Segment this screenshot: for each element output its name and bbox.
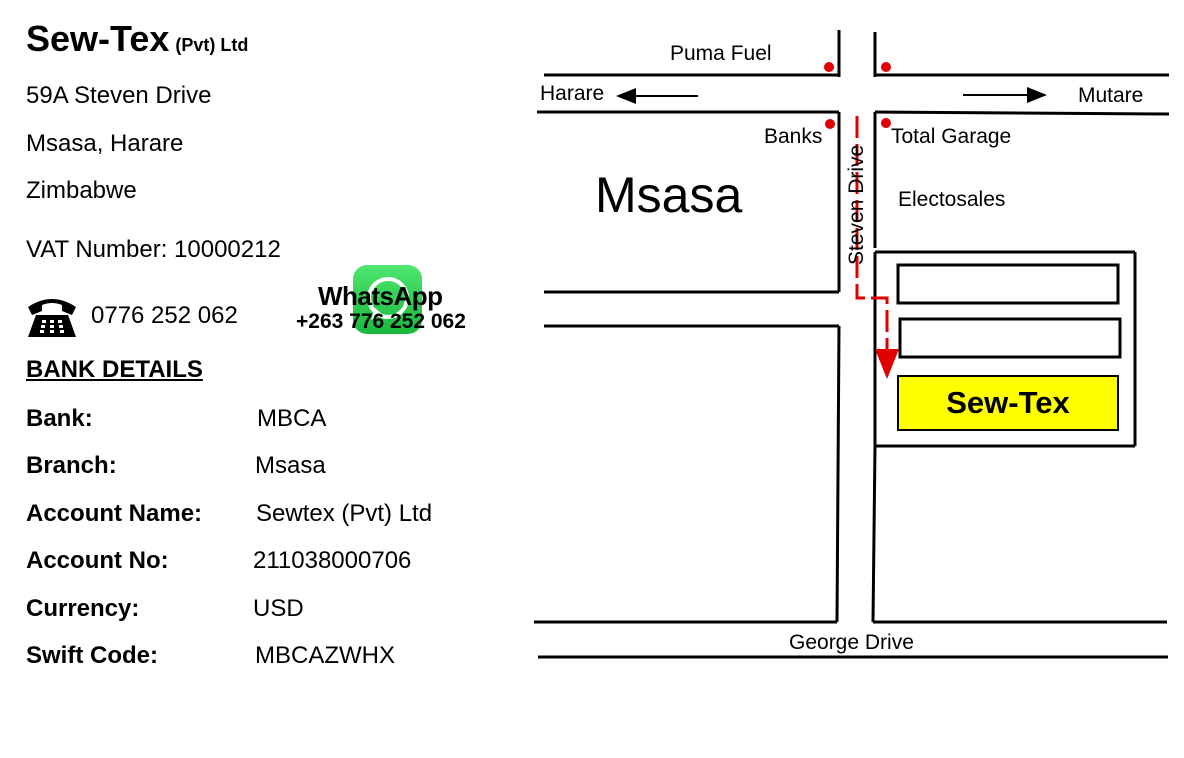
company-name: Sew-Tex(Pvt) Ltd [26, 18, 248, 60]
puma-fuel-marker [824, 62, 834, 72]
total-garage-label: Total Garage [891, 125, 1011, 148]
banks-label: Banks [764, 125, 822, 148]
george-drive-label: George Drive [789, 631, 914, 654]
whatsapp-number: +263 776 252 062 [296, 310, 466, 333]
account-name-value: Sewtex (Pvt) Ltd [256, 500, 433, 527]
account-no-value: 211038000706 [253, 547, 412, 574]
puma-fuel-label: Puma Fuel [670, 42, 772, 65]
banks-marker [825, 119, 835, 129]
account-name-label: Account Name: [26, 500, 203, 527]
currency-value: USD [253, 595, 304, 622]
account-no-label: Account No: [26, 547, 169, 574]
address-line-1: 59A Steven Drive [26, 82, 212, 109]
electosales-label: Electosales [898, 188, 1005, 211]
address-line-2: Msasa, Harare [26, 130, 184, 157]
company-suffix: (Pvt) Ltd [175, 35, 249, 55]
steven-drive-label: Steven Drive [845, 145, 868, 265]
telephone-icon [24, 293, 80, 339]
mutare-label: Mutare [1078, 84, 1143, 107]
route-arrow [855, 116, 899, 379]
currency-label: Currency: [26, 595, 140, 622]
bank-label: Bank: [26, 405, 93, 432]
bank-value: MBCA [257, 405, 327, 432]
whatsapp-label: WhatsApp [318, 281, 443, 311]
address-line-3: Zimbabwe [26, 177, 137, 204]
swift-code-label: Swift Code: [26, 642, 158, 669]
landmark-marker [881, 62, 891, 72]
branch-label: Branch: [26, 452, 117, 479]
whatsapp-icon [353, 265, 422, 334]
vat-number: VAT Number: 10000212 [26, 236, 281, 263]
road-lines [534, 30, 1170, 659]
harare-label: Harare [540, 82, 604, 105]
total-garage-marker [881, 118, 891, 128]
branch-value: Msasa [255, 452, 326, 479]
msasa-area-label: Msasa [595, 167, 742, 223]
company-name-text: Sew-Tex [26, 18, 170, 59]
sewtex-map-label: Sew-Tex [946, 385, 1070, 420]
bank-details-heading: BANK DETAILS [26, 356, 203, 383]
phone-number: 0776 252 062 [91, 302, 238, 329]
sewtex-building [897, 375, 1119, 431]
swift-code-value: MBCAZWHX [255, 642, 395, 669]
